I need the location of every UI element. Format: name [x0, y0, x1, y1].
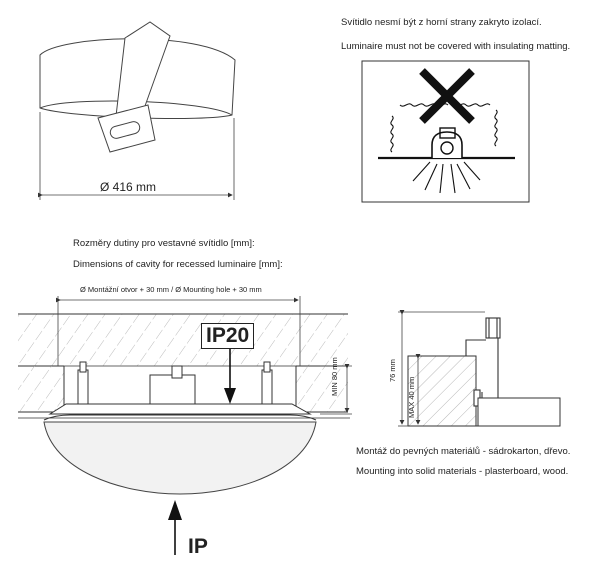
cavity-section-drawing	[18, 296, 352, 555]
insulation-warning-box	[361, 60, 530, 203]
diameter-label: Ø 416 mm	[100, 180, 157, 194]
max-40-label: MAX 40 mm	[407, 376, 416, 418]
cavity-text-cz: Rozměry dutiny pro vestavné svítidlo [mm…	[73, 238, 255, 249]
min-height-label: MIN 80 mm	[330, 357, 339, 396]
luminaire-top-view	[39, 21, 236, 153]
mounting-text-cz: Montáž do pevných materiálů - sádrokarto…	[356, 446, 571, 457]
side-detail-drawing	[398, 310, 561, 427]
warning-text-en: Luminaire must not be covered with insul…	[341, 41, 571, 52]
warning-text-cz: Svítidlo nesmí být z horní strany zakryt…	[341, 17, 542, 28]
ip20-label: IP20	[201, 323, 255, 349]
ip-label: IP	[188, 535, 208, 558]
height-76-label: 76 mm	[388, 359, 397, 382]
mounting-hole-label: Ø Montážní otvor + 30 mm / Ø Mounting ho…	[80, 285, 262, 294]
diameter-dimension	[38, 112, 235, 200]
mounting-text-en: Mounting into solid materials - plasterb…	[356, 466, 569, 477]
cavity-text-en: Dimensions of cavity for recessed lumina…	[73, 259, 283, 270]
